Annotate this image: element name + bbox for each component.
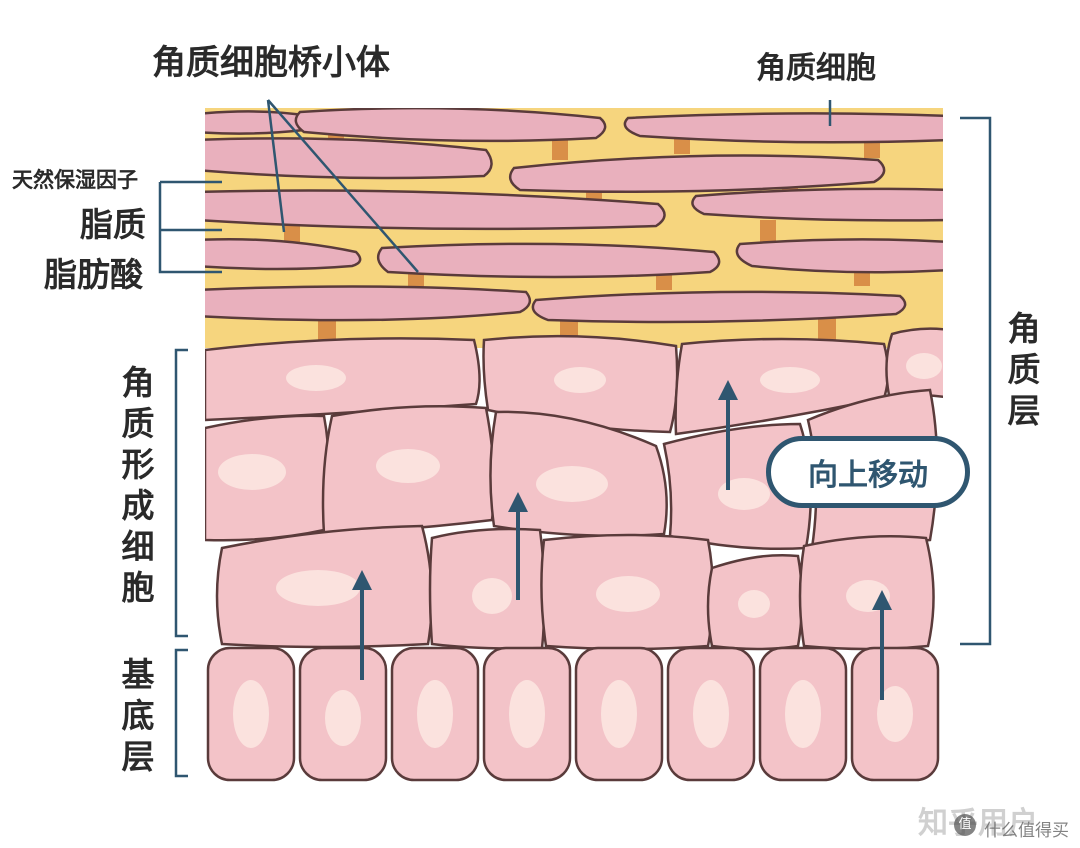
corneocytes	[205, 108, 943, 324]
smzdm-watermark: 什么值得买	[984, 821, 1069, 841]
zhihu-watermark: 知乎用户	[918, 806, 1038, 841]
label-corneocyte: 角质细胞	[756, 51, 876, 86]
label-stratum-corneum: 角质层	[1007, 309, 1041, 430]
stratum-corneum-layer	[205, 108, 943, 348]
label-basal-layer: 基底层	[121, 655, 155, 776]
stratum-corneum-bracket	[960, 116, 992, 646]
move-up-badge: 向上移动	[766, 436, 970, 508]
label-keratinocyte: 角质形成细胞	[121, 363, 155, 607]
keratinocyte-bracket	[174, 348, 188, 638]
left-label-bracket	[158, 182, 222, 274]
desmosome-pointer-1	[266, 99, 286, 233]
label-fatty-acid: 脂肪酸	[44, 255, 143, 294]
smzdm-logo-icon: 值	[954, 814, 976, 836]
basal-cells	[206, 646, 940, 782]
living-cell-layers	[205, 327, 943, 782]
label-lipid: 脂质	[80, 205, 146, 244]
desmosome-pointer-2	[267, 99, 419, 273]
label-natural-moisturizing-factor: 天然保湿因子	[12, 168, 138, 192]
basal-bracket	[174, 648, 188, 778]
annotation-lines	[158, 99, 992, 778]
label-desmosome: 角质细胞桥小体	[152, 43, 390, 83]
upward-arrows	[352, 380, 892, 700]
